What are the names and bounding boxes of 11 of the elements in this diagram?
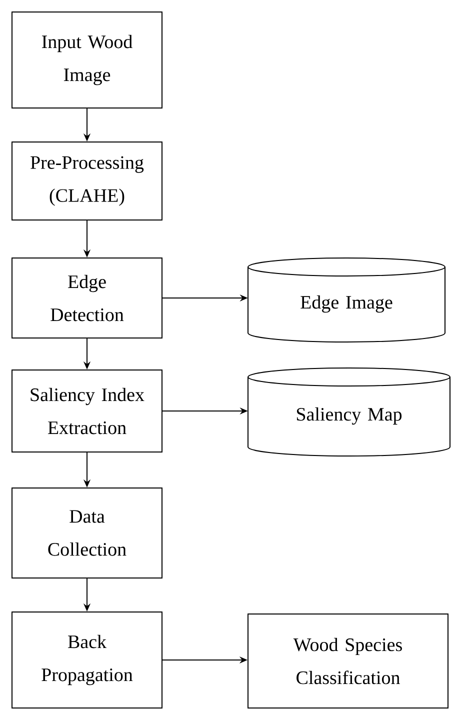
- storage-cylinder: Saliency Map: [248, 368, 450, 456]
- storage-cylinder: Edge Image: [248, 258, 446, 342]
- process-box: Back Propagation: [12, 612, 162, 708]
- process-box: Edge Detection: [12, 258, 162, 338]
- node-label: Edge Image: [300, 295, 392, 313]
- process-box: Input Wood Image: [12, 12, 162, 108]
- process-box: Data Collection: [12, 488, 162, 578]
- process-box: Wood Species Classification: [248, 614, 448, 708]
- process-box: Saliency Index Extraction: [12, 370, 162, 452]
- node-label: Saliency Map: [296, 407, 402, 425]
- process-box: Pre-Processing (CLAHE): [12, 142, 162, 220]
